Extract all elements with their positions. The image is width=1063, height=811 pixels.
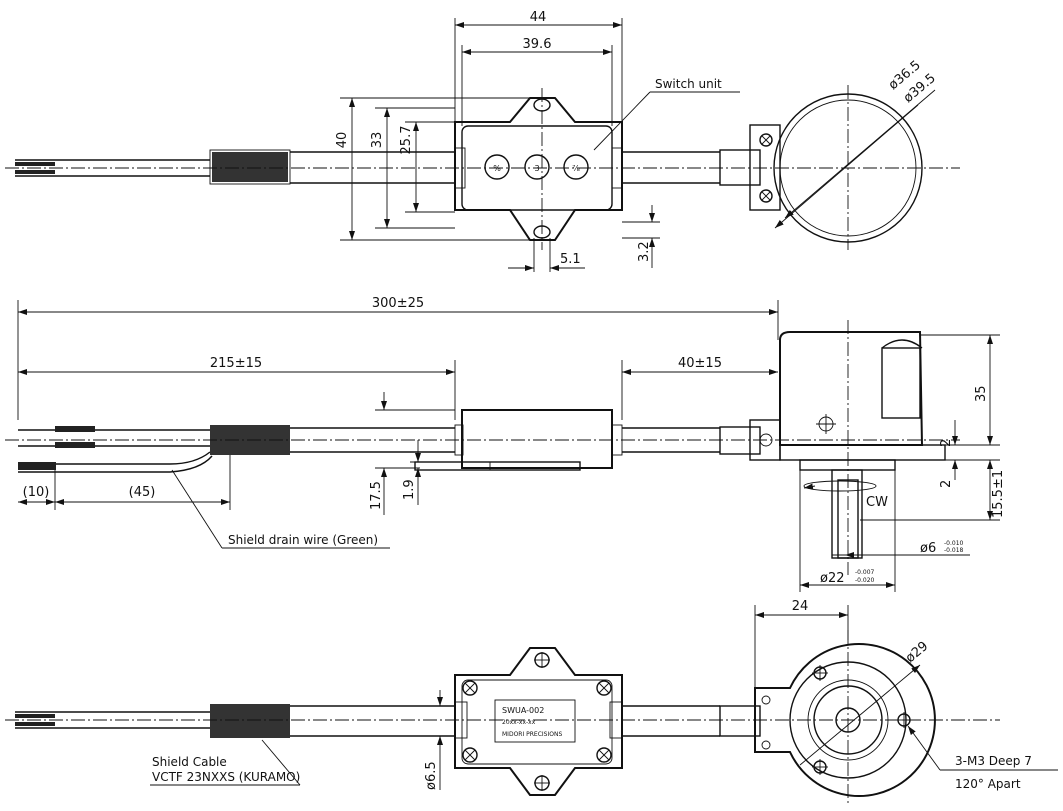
encoder-bottom: ø29 — [719, 630, 936, 805]
cross-mark-icon — [816, 414, 836, 434]
dim-215: 215±15 — [210, 356, 262, 371]
switch-dial-3: ⅞ — [563, 154, 589, 180]
drain-wire-label: Shield drain wire (Green) — [228, 533, 378, 547]
drain-wire-callout: Shield drain wire (Green) — [171, 469, 390, 549]
mounting-hole-icon — [761, 665, 912, 775]
svg-text:%: % — [493, 164, 501, 173]
dim-33: 33 — [370, 132, 385, 149]
encoder-top: ø36.5 ø39.5 — [719, 58, 939, 250]
svg-text:⅞: ⅞ — [572, 164, 580, 173]
dim-1-9: 1.9 — [402, 479, 417, 500]
svg-text:SWUA-002: SWUA-002 — [502, 706, 544, 715]
dim-15-5: 15.5±1 — [991, 470, 1006, 518]
bottom-dimensions: ø6.5 24 — [420, 599, 849, 790]
dim-40: 40 — [335, 132, 350, 149]
dim-35: 35 — [974, 385, 989, 402]
dim-40-15: 40±15 — [678, 356, 722, 371]
dim-2a: 2 — [939, 439, 954, 447]
switch-unit-side — [414, 409, 623, 471]
encoder-side: CW ø22 -0.007 -0.020 ø6 -0.010 -0.018 — [719, 320, 970, 592]
svg-text:-0.018: -0.018 — [944, 547, 964, 554]
dim-300: 300±25 — [372, 296, 424, 311]
bottom-cable — [5, 704, 1000, 738]
side-view: 300±25 215±15 40±15 35 2 2 15.5±1 17.5 — [5, 296, 1006, 592]
bottom-view: SWUA-002 20xx-xx-xx MIDORI PRECISIONS ø6… — [5, 599, 1058, 805]
dim-dia6: ø6 — [920, 541, 936, 556]
side-cable — [5, 425, 960, 473]
dim-25-7: 25.7 — [399, 126, 414, 155]
cw-label: CW — [866, 495, 888, 510]
top-dimensions: 44 39.6 40 33 25.7 5.1 — [335, 10, 660, 272]
top-view: % 3 ⅞ 44 39.6 40 — [5, 10, 960, 272]
dim-2b: 2 — [939, 480, 954, 488]
dim-17-5: 17.5 — [369, 481, 384, 510]
svg-text:-0.010: -0.010 — [944, 540, 964, 547]
svg-text:MIDORI PRECISIONS: MIDORI PRECISIONS — [502, 731, 562, 738]
cable-callout: Shield Cable VCTF 23NXXS (KURAMO) — [150, 739, 301, 786]
switch-dial-1: % — [484, 154, 510, 180]
tap-label-2: 120° Apart — [955, 777, 1021, 791]
dim-24: 24 — [792, 599, 809, 614]
switch-unit-bottom: SWUA-002 20xx-xx-xx MIDORI PRECISIONS — [454, 647, 623, 796]
dim-dia22: ø22 — [820, 571, 845, 586]
switch-unit-callout: Switch unit — [593, 77, 740, 151]
dim-10: (10) — [23, 485, 50, 500]
svg-text:20xx-xx-xx: 20xx-xx-xx — [502, 719, 536, 726]
dim-44: 44 — [530, 10, 547, 25]
switch-dial-2: 3 — [524, 154, 550, 180]
svg-text:-0.020: -0.020 — [855, 577, 875, 584]
switch-unit-top: % 3 ⅞ — [454, 88, 623, 250]
cable-label-1: Shield Cable — [152, 755, 227, 769]
svg-text:3: 3 — [534, 164, 539, 173]
dim-39-6: 39.6 — [523, 37, 552, 52]
dim-5-1: 5.1 — [560, 252, 581, 267]
tap-callout: 3-M3 Deep 7 120° Apart — [907, 725, 1058, 791]
svg-text:-0.007: -0.007 — [855, 569, 875, 576]
side-dimensions: 300±25 215±15 40±15 35 2 2 15.5±1 17.5 — [17, 296, 1006, 521]
dim-dia-6-5: ø6.5 — [424, 761, 439, 790]
screw-icon — [462, 652, 612, 791]
top-cable — [5, 149, 960, 185]
nameplate: SWUA-002 20xx-xx-xx MIDORI PRECISIONS — [494, 699, 576, 743]
dim-45: (45) — [129, 485, 156, 500]
dim-3-2: 3.2 — [637, 241, 652, 262]
tap-label-1: 3-M3 Deep 7 — [955, 754, 1032, 768]
cable-label-2: VCTF 23NXXS (KURAMO) — [152, 770, 300, 784]
switch-unit-label: Switch unit — [655, 77, 722, 91]
